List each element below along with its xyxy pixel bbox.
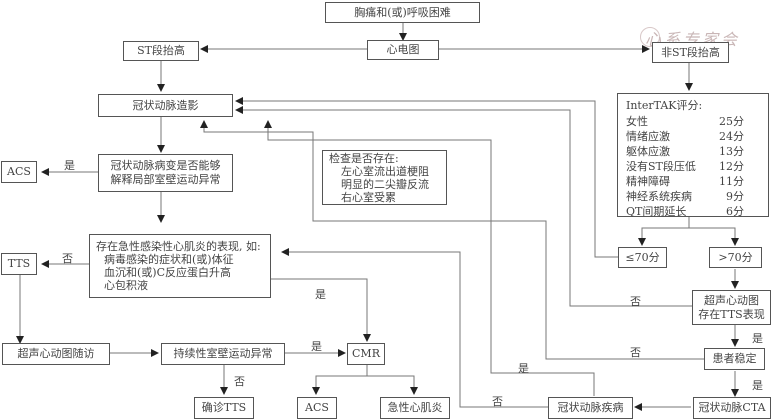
node-echo-followup: 超声心动图随访 <box>2 343 110 365</box>
edge-label-yes: 是 <box>64 159 75 172</box>
node-ecg: 心电图 <box>367 40 439 60</box>
node-acs-bottom: ACS <box>297 397 337 419</box>
edge-disease-angio <box>264 120 595 396</box>
edge-label-no: 否 <box>62 252 73 265</box>
edge-disease-myo <box>281 248 548 408</box>
node-patient-stable: 患者稳定 <box>704 348 765 370</box>
node-st-elevation: ST段抬高 <box>123 41 199 61</box>
node-coronary-angiography: 冠状动脉造影 <box>98 94 233 117</box>
edge-echotts-angio <box>235 106 692 307</box>
edge-label-yes: 是 <box>518 362 529 375</box>
edge-label-no: 否 <box>630 295 641 308</box>
node-non-st-elevation: 非ST段抬高 <box>652 42 729 63</box>
watermark-seal-icon <box>640 27 660 47</box>
edge-stable-angio <box>200 120 704 360</box>
node-acute-myocarditis: 急性心肌炎 <box>380 397 450 419</box>
node-confirm-tts: 确诊TTS <box>194 397 254 419</box>
edge-cmr-myocarditis <box>367 375 418 395</box>
edge-label-no: 否 <box>630 346 641 359</box>
edge-intertak-gt70 <box>689 227 739 246</box>
edge-cmr-acs <box>312 364 368 395</box>
node-le70: ≤70分 <box>618 247 667 268</box>
node-myocarditis-question: 存在急性感染性心肌炎的表现, 如: 病毒感染的症状和(或)体征 血沉和(或)C反… <box>89 234 271 298</box>
node-gt70: >70分 <box>709 247 762 268</box>
node-chest-pain: 胸痛和(或)呼吸困难 <box>325 2 480 23</box>
edge-label-no: 否 <box>234 375 245 388</box>
edge-label-yes: 是 <box>752 332 763 345</box>
node-cmr: CMR <box>347 343 385 365</box>
edge-label-yes: 是 <box>311 340 322 353</box>
edge-le70-angio <box>235 97 618 258</box>
node-lesion-question: 冠状动脉病变是否能够 解释局部室壁运动异常 <box>98 154 233 192</box>
edge-label-yes: 是 <box>752 379 763 392</box>
node-coronary-disease: 冠状动脉疾病 <box>548 397 633 419</box>
edge-intertak-split <box>638 217 690 246</box>
edge-label-yes: 是 <box>315 288 326 301</box>
node-persistent-wma: 持续性室壁运动异常 <box>161 343 285 365</box>
node-acs-top: ACS <box>1 161 37 183</box>
node-echo-tts: 超声心动图 存在TTS表现 <box>692 290 771 325</box>
intertak-title: InterTAK评分: <box>626 99 703 112</box>
node-coronary-cta: 冠状动脉CTA <box>693 397 771 419</box>
node-check-box: 检查是否存在: 左心室流出道梗阻 明显的二尖瓣反流 右心室受累 <box>322 150 447 205</box>
edge-label-no: 否 <box>492 395 503 408</box>
node-tts: TTS <box>1 253 37 275</box>
edge-myo-cmr <box>271 278 371 342</box>
